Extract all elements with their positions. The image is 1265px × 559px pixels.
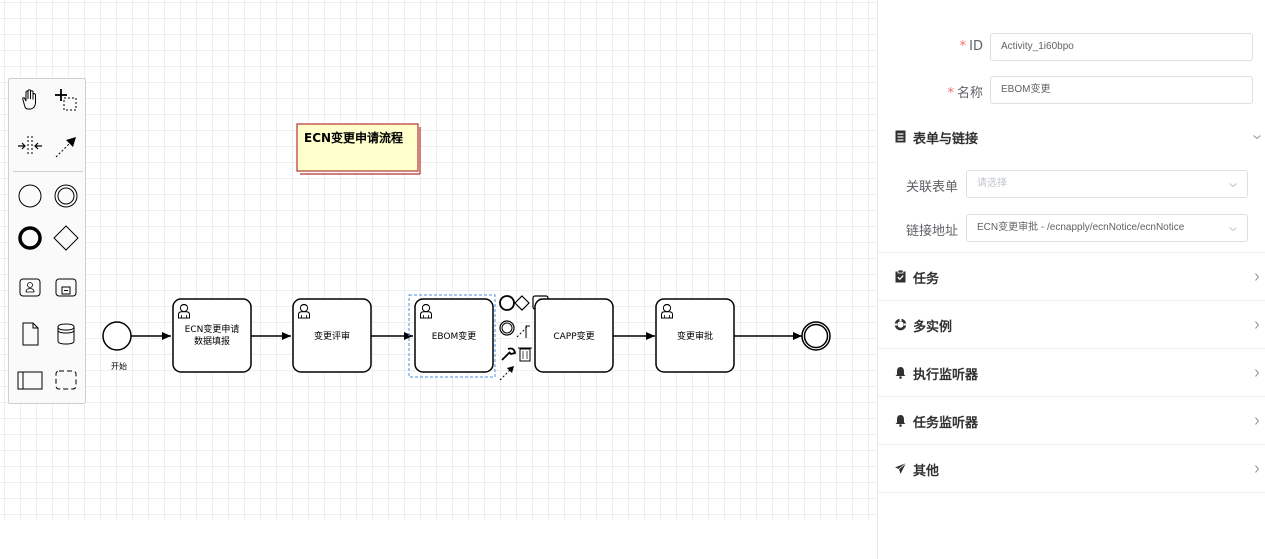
section-execution-listener[interactable]: 执行监听器 [878, 349, 1265, 397]
chevron-down-icon [1253, 135, 1261, 140]
chevron-down-icon [1229, 227, 1237, 232]
hand-tool-icon[interactable] [15, 85, 45, 115]
form-select-label: 关联表单 [905, 180, 958, 195]
pool-icon[interactable] [15, 365, 45, 395]
circle-notch-icon [894, 318, 907, 331]
lasso-tool-icon[interactable] [51, 85, 81, 115]
task-ecn-apply[interactable]: ECN变更申请 数据填报 [172, 298, 252, 373]
section-title: 任务监听器 [913, 416, 979, 431]
start-event[interactable]: 开始 [102, 321, 132, 371]
task-label: CAPP变更 [553, 330, 594, 342]
chevron-right-icon [1255, 465, 1260, 473]
task-ebom[interactable]: EBOM变更 [408, 294, 496, 378]
bpmn-canvas[interactable]: ECN变更申请流程 开始 ECN变更申请 数据填报 [0, 0, 877, 520]
section-title: 多实例 [913, 320, 953, 335]
bpmn-diagram: ECN变更申请流程 开始 ECN变更申请 数据填报 [102, 123, 831, 381]
section-title: 表单与链接 [913, 132, 979, 147]
append-gateway-icon [514, 295, 530, 311]
title-annotation-text: ECN变更申请流程 [304, 130, 403, 145]
start-event-label: 开始 [111, 361, 127, 371]
intermediate-event-icon[interactable] [51, 181, 81, 211]
bell-icon [895, 415, 906, 427]
id-input[interactable]: Activity_1i60bpo [990, 33, 1253, 61]
name-form-row: *名称 EBOM变更 [878, 76, 1265, 106]
clipboard-check-icon [895, 270, 906, 283]
task-review[interactable]: 变更评审 [292, 298, 372, 373]
task-label: 变更审批 [677, 330, 713, 342]
form-document-icon [895, 130, 906, 143]
task-label: ECN变更申请 [185, 323, 240, 335]
section-title: 任务 [913, 272, 940, 287]
change-type-wrench-icon [501, 347, 517, 361]
end-event-icon[interactable] [15, 223, 45, 253]
palette-separator [13, 171, 83, 172]
selection-outline [408, 294, 496, 378]
gateway-icon[interactable] [51, 223, 81, 253]
chevron-right-icon [1255, 417, 1260, 425]
task-approve[interactable]: 变更审批 [655, 298, 735, 373]
section-divider [878, 252, 1265, 253]
link-select-row: 链接地址 ECN变更审批 - /ecnapply/ecnNotice/ecnNo… [878, 214, 1265, 244]
global-connect-icon[interactable] [51, 131, 81, 161]
form-select-row: 关联表单 请选择 [878, 170, 1265, 200]
link-select-label: 链接地址 [905, 224, 958, 239]
task-label: 数据填报 [194, 335, 230, 347]
id-label: *ID [959, 39, 983, 54]
section-title: 执行监听器 [913, 368, 979, 383]
link-select[interactable]: ECN变更审批 - /ecnapply/ecnNotice/ecnNotice [966, 214, 1248, 242]
data-object-icon[interactable] [15, 319, 45, 349]
section-other[interactable]: 其他 [878, 445, 1265, 493]
delete-trash-icon [519, 348, 531, 362]
section-form-link[interactable]: 表单与链接 [878, 113, 1265, 161]
end-event[interactable] [801, 321, 831, 351]
chevron-right-icon [1255, 273, 1260, 281]
id-form-row: *ID Activity_1i60bpo [878, 33, 1265, 63]
task-label: EBOM变更 [432, 330, 477, 342]
bpmn-palette [8, 78, 86, 404]
section-task-listener[interactable]: 任务监听器 [878, 397, 1265, 445]
chevron-right-icon [1255, 321, 1260, 329]
user-task-icon[interactable] [15, 273, 45, 303]
paper-plane-icon [895, 462, 907, 474]
start-event-icon[interactable] [15, 181, 45, 211]
subprocess-icon[interactable] [51, 273, 81, 303]
data-store-icon[interactable] [51, 319, 81, 349]
name-input[interactable]: EBOM变更 [990, 76, 1253, 104]
form-select-placeholder: 请选择 [977, 178, 1007, 189]
append-end-event-icon [499, 295, 515, 311]
form-select[interactable]: 请选择 [966, 170, 1248, 198]
title-annotation[interactable]: ECN变更申请流程 [296, 123, 421, 175]
group-icon[interactable] [51, 365, 81, 395]
section-title: 其他 [913, 464, 940, 479]
bell-icon [895, 367, 906, 379]
name-label: *名称 [947, 86, 983, 101]
section-multi-instance[interactable]: 多实例 [878, 301, 1265, 349]
section-task[interactable]: 任务 [878, 253, 1265, 301]
properties-panel: *ID Activity_1i60bpo *名称 EBOM变更 表单与链接 关联… [877, 0, 1265, 559]
chevron-right-icon [1255, 369, 1260, 377]
chevron-down-icon [1229, 183, 1237, 188]
task-label: 变更评审 [314, 330, 350, 342]
space-tool-icon[interactable] [15, 131, 45, 161]
link-select-value: ECN变更审批 - /ecnapply/ecnNotice/ecnNotice [977, 222, 1185, 233]
task-capp[interactable]: CAPP变更 [534, 298, 614, 373]
